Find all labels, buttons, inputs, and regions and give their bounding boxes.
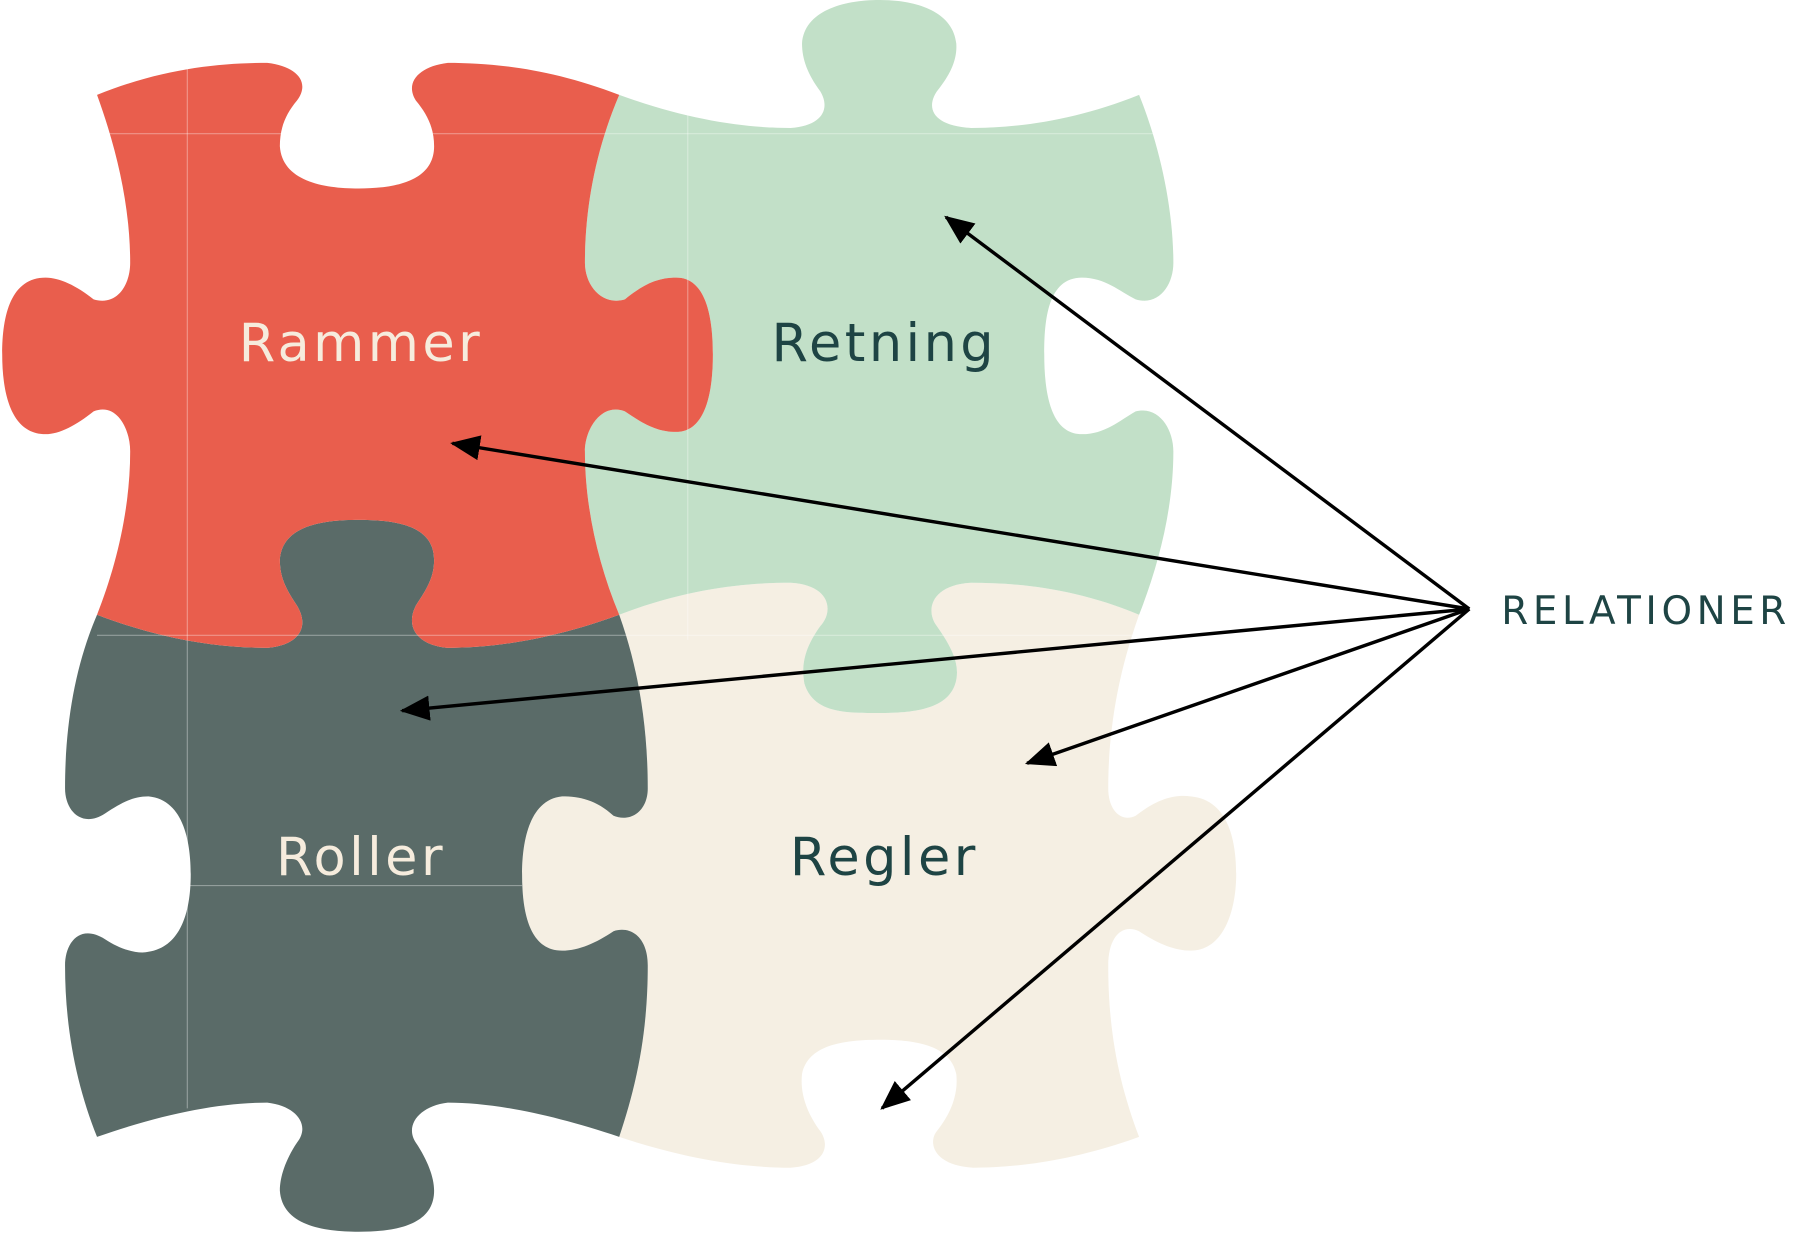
relation-arrows bbox=[399, 215, 1471, 1110]
relations-label: RELATIONER bbox=[1501, 589, 1791, 634]
puzzle-piece-regler bbox=[522, 582, 1237, 1168]
piece-label-retning: Retning bbox=[771, 313, 997, 374]
puzzle-piece-retning bbox=[584, 0, 1174, 713]
puzzle-piece-roller bbox=[65, 519, 648, 1232]
puzzle-piece-rammer bbox=[2, 62, 713, 648]
arrow-to-roller bbox=[399, 607, 1470, 721]
arrow-to-rammer bbox=[450, 435, 1470, 611]
piece-label-rammer: Rammer bbox=[239, 313, 483, 374]
arrow-to-retning bbox=[944, 215, 1471, 611]
piece-label-regler: Regler bbox=[790, 827, 979, 888]
arrow-to-regler bbox=[1024, 607, 1470, 767]
guide-lines bbox=[97, 68, 1174, 1109]
piece-label-roller: Roller bbox=[276, 827, 446, 888]
arrow-to-regler-notch bbox=[880, 607, 1471, 1110]
